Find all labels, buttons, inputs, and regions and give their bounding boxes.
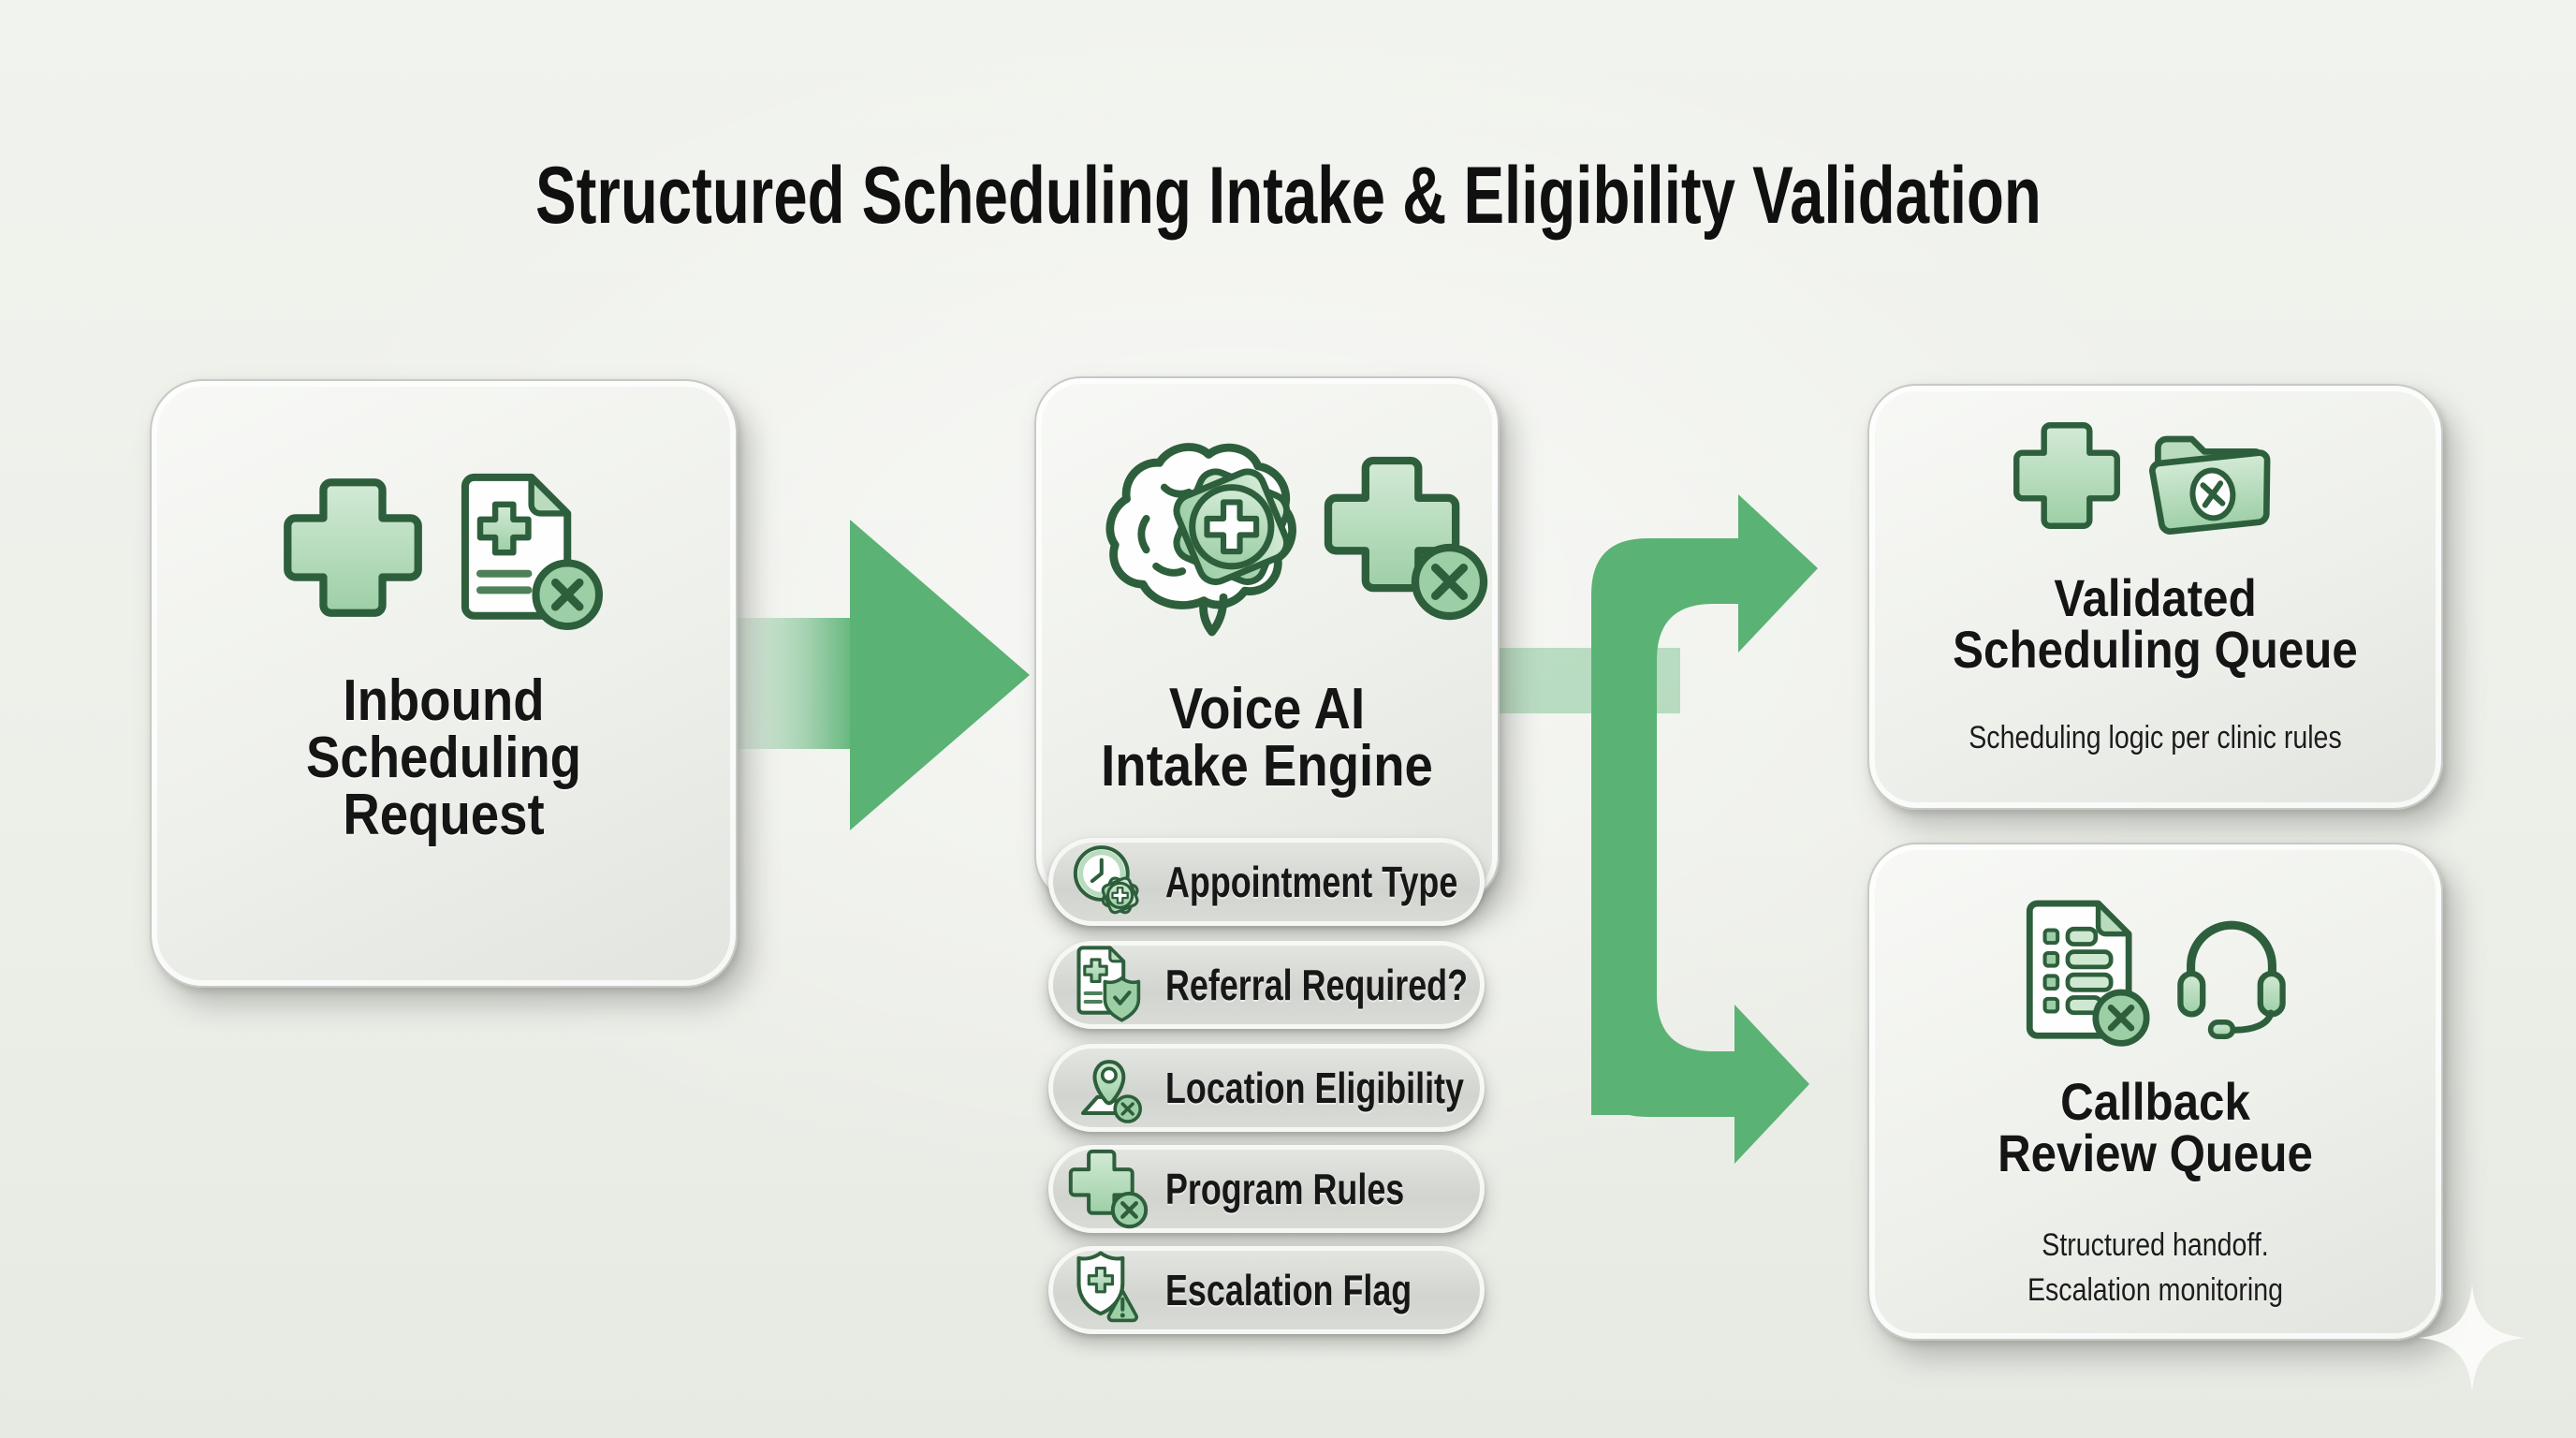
arrow-inbound-to-intake	[728, 520, 1030, 830]
checklist-x-icon	[2014, 893, 2157, 1049]
node-validated-scheduling-queue: Validated Scheduling Queue Scheduling lo…	[1867, 384, 2443, 810]
pill-label: Appointment Type	[1165, 858, 1458, 906]
branch-connector	[1498, 494, 1818, 1164]
sparkle-decoration	[2418, 1284, 2526, 1392]
node-inbound-scheduling-request: Inbound Scheduling Request	[150, 379, 738, 988]
node-label: Callback Review Queue	[1998, 1072, 2313, 1182]
page-title: Structured Scheduling Intake & Eligibili…	[534, 151, 2042, 241]
plus-x-icon	[1319, 451, 1493, 625]
pill-label: Location Eligibility	[1165, 1064, 1464, 1112]
arrow-to-callback-queue	[1591, 953, 1809, 1164]
brain-gear-icon	[1102, 438, 1319, 638]
node-voice-ai-intake-engine: Voice AI Intake Engine	[1034, 376, 1500, 903]
check-pill-appointment-type: Appointment Type	[1048, 838, 1485, 926]
arrow-head	[850, 520, 1030, 830]
clock-gear-icon	[1066, 840, 1150, 924]
pill-label: Program Rules	[1165, 1165, 1405, 1213]
check-pill-program-rules: Program Rules	[1048, 1145, 1485, 1233]
folder-x-icon	[2138, 410, 2286, 538]
medical-cross-icon	[2007, 416, 2127, 536]
arrow-tail	[728, 618, 856, 749]
pill-label: Referral Required?	[1165, 961, 1469, 1009]
shield-alert-icon	[1066, 1248, 1150, 1332]
check-pill-location-eligibility: Location Eligibility	[1048, 1044, 1485, 1132]
headset-icon	[2166, 908, 2297, 1039]
plus-x-icon	[1066, 1147, 1150, 1231]
node-callback-review-queue: Callback Review Queue Structured handoff…	[1867, 843, 2443, 1341]
check-pill-escalation-flag: Escalation Flag	[1048, 1246, 1485, 1334]
node-label: Voice AI Intake Engine	[1101, 677, 1433, 799]
location-x-icon	[1066, 1046, 1150, 1130]
document-x-icon	[438, 465, 607, 634]
referral-shield-icon	[1066, 943, 1150, 1027]
node-subtitle: Scheduling logic per clinic rules	[1969, 720, 2342, 756]
check-pill-referral-required: Referral Required?	[1048, 941, 1485, 1029]
medical-cross-icon	[275, 470, 431, 625]
node-subtitle: Structured handoff. Escalation monitorin…	[2027, 1227, 2284, 1309]
node-label: Inbound Scheduling Request	[305, 668, 582, 847]
node-label: Validated Scheduling Queue	[1953, 568, 2358, 679]
pill-label: Escalation Flag	[1165, 1266, 1412, 1314]
page-title-row: Structured Scheduling Intake & Eligibili…	[0, 150, 2576, 242]
